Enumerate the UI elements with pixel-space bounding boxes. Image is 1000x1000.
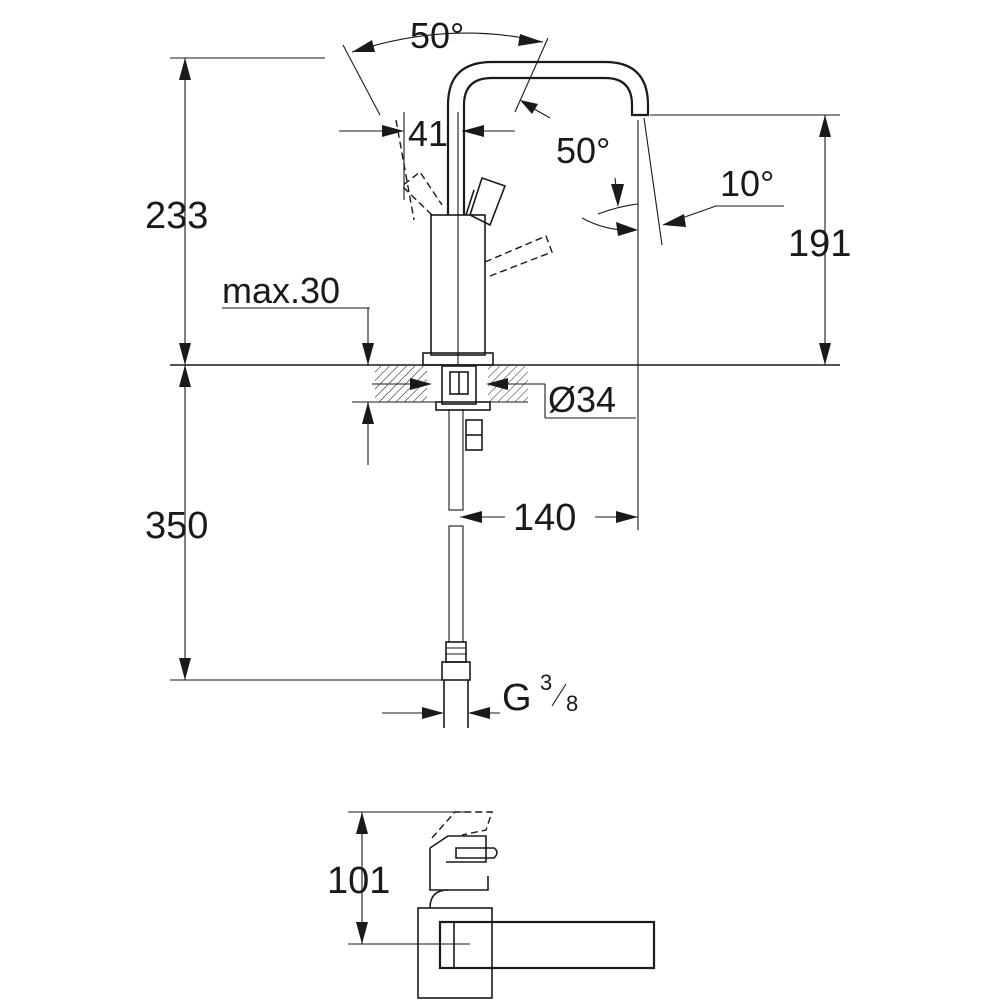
top-depth-label: 101 (327, 860, 390, 902)
dim-spout-tilt (643, 117, 784, 246)
top-lever (429, 835, 498, 863)
lever-handle (465, 176, 507, 227)
spout-height-label: 191 (788, 223, 851, 265)
hose-length-label: 350 (145, 505, 208, 547)
faucet-body (422, 112, 494, 366)
side-view: 233 191 max.30 Ø34 (145, 15, 851, 728)
dim-reach (460, 120, 639, 530)
thread-label: G (502, 677, 532, 719)
dim-lever-angle (342, 32, 549, 116)
top-lever-dashed (431, 811, 493, 839)
top-body (417, 848, 493, 999)
lever-angle-label: 50° (410, 15, 464, 56)
thread-fraction-bar (551, 683, 567, 707)
spout-swivel-label: 50° (556, 130, 610, 171)
lever-alternate-positions (395, 119, 553, 277)
top-spout (438, 920, 656, 970)
reach-label: 140 (513, 497, 576, 539)
dim-deck-thickness (222, 307, 374, 465)
dim-total-height (170, 57, 325, 365)
hole-diameter-label: Ø34 (548, 379, 616, 420)
dim-top-depth (348, 811, 470, 945)
dim-spout-height (650, 114, 840, 365)
hose-upper (448, 409, 464, 511)
dim-body-width (339, 112, 515, 200)
spout (446, 60, 650, 215)
thread-numerator: 3 (540, 670, 552, 695)
dim-hose-length (170, 365, 442, 681)
deck-thickness-label: max.30 (222, 270, 340, 311)
hose-lower (448, 525, 464, 643)
body-width-label: 41 (408, 113, 448, 154)
top-view: 101 (327, 811, 656, 999)
height-total-label: 233 (145, 195, 208, 237)
dim-thread (382, 707, 500, 719)
dim-spout-swivel (520, 100, 639, 236)
spout-tilt-label: 10° (720, 163, 774, 204)
thread-denominator: 8 (566, 691, 578, 716)
hose-fitting (441, 641, 471, 728)
under-deck-connection (435, 365, 491, 451)
dim-hole-diameter (372, 378, 636, 419)
